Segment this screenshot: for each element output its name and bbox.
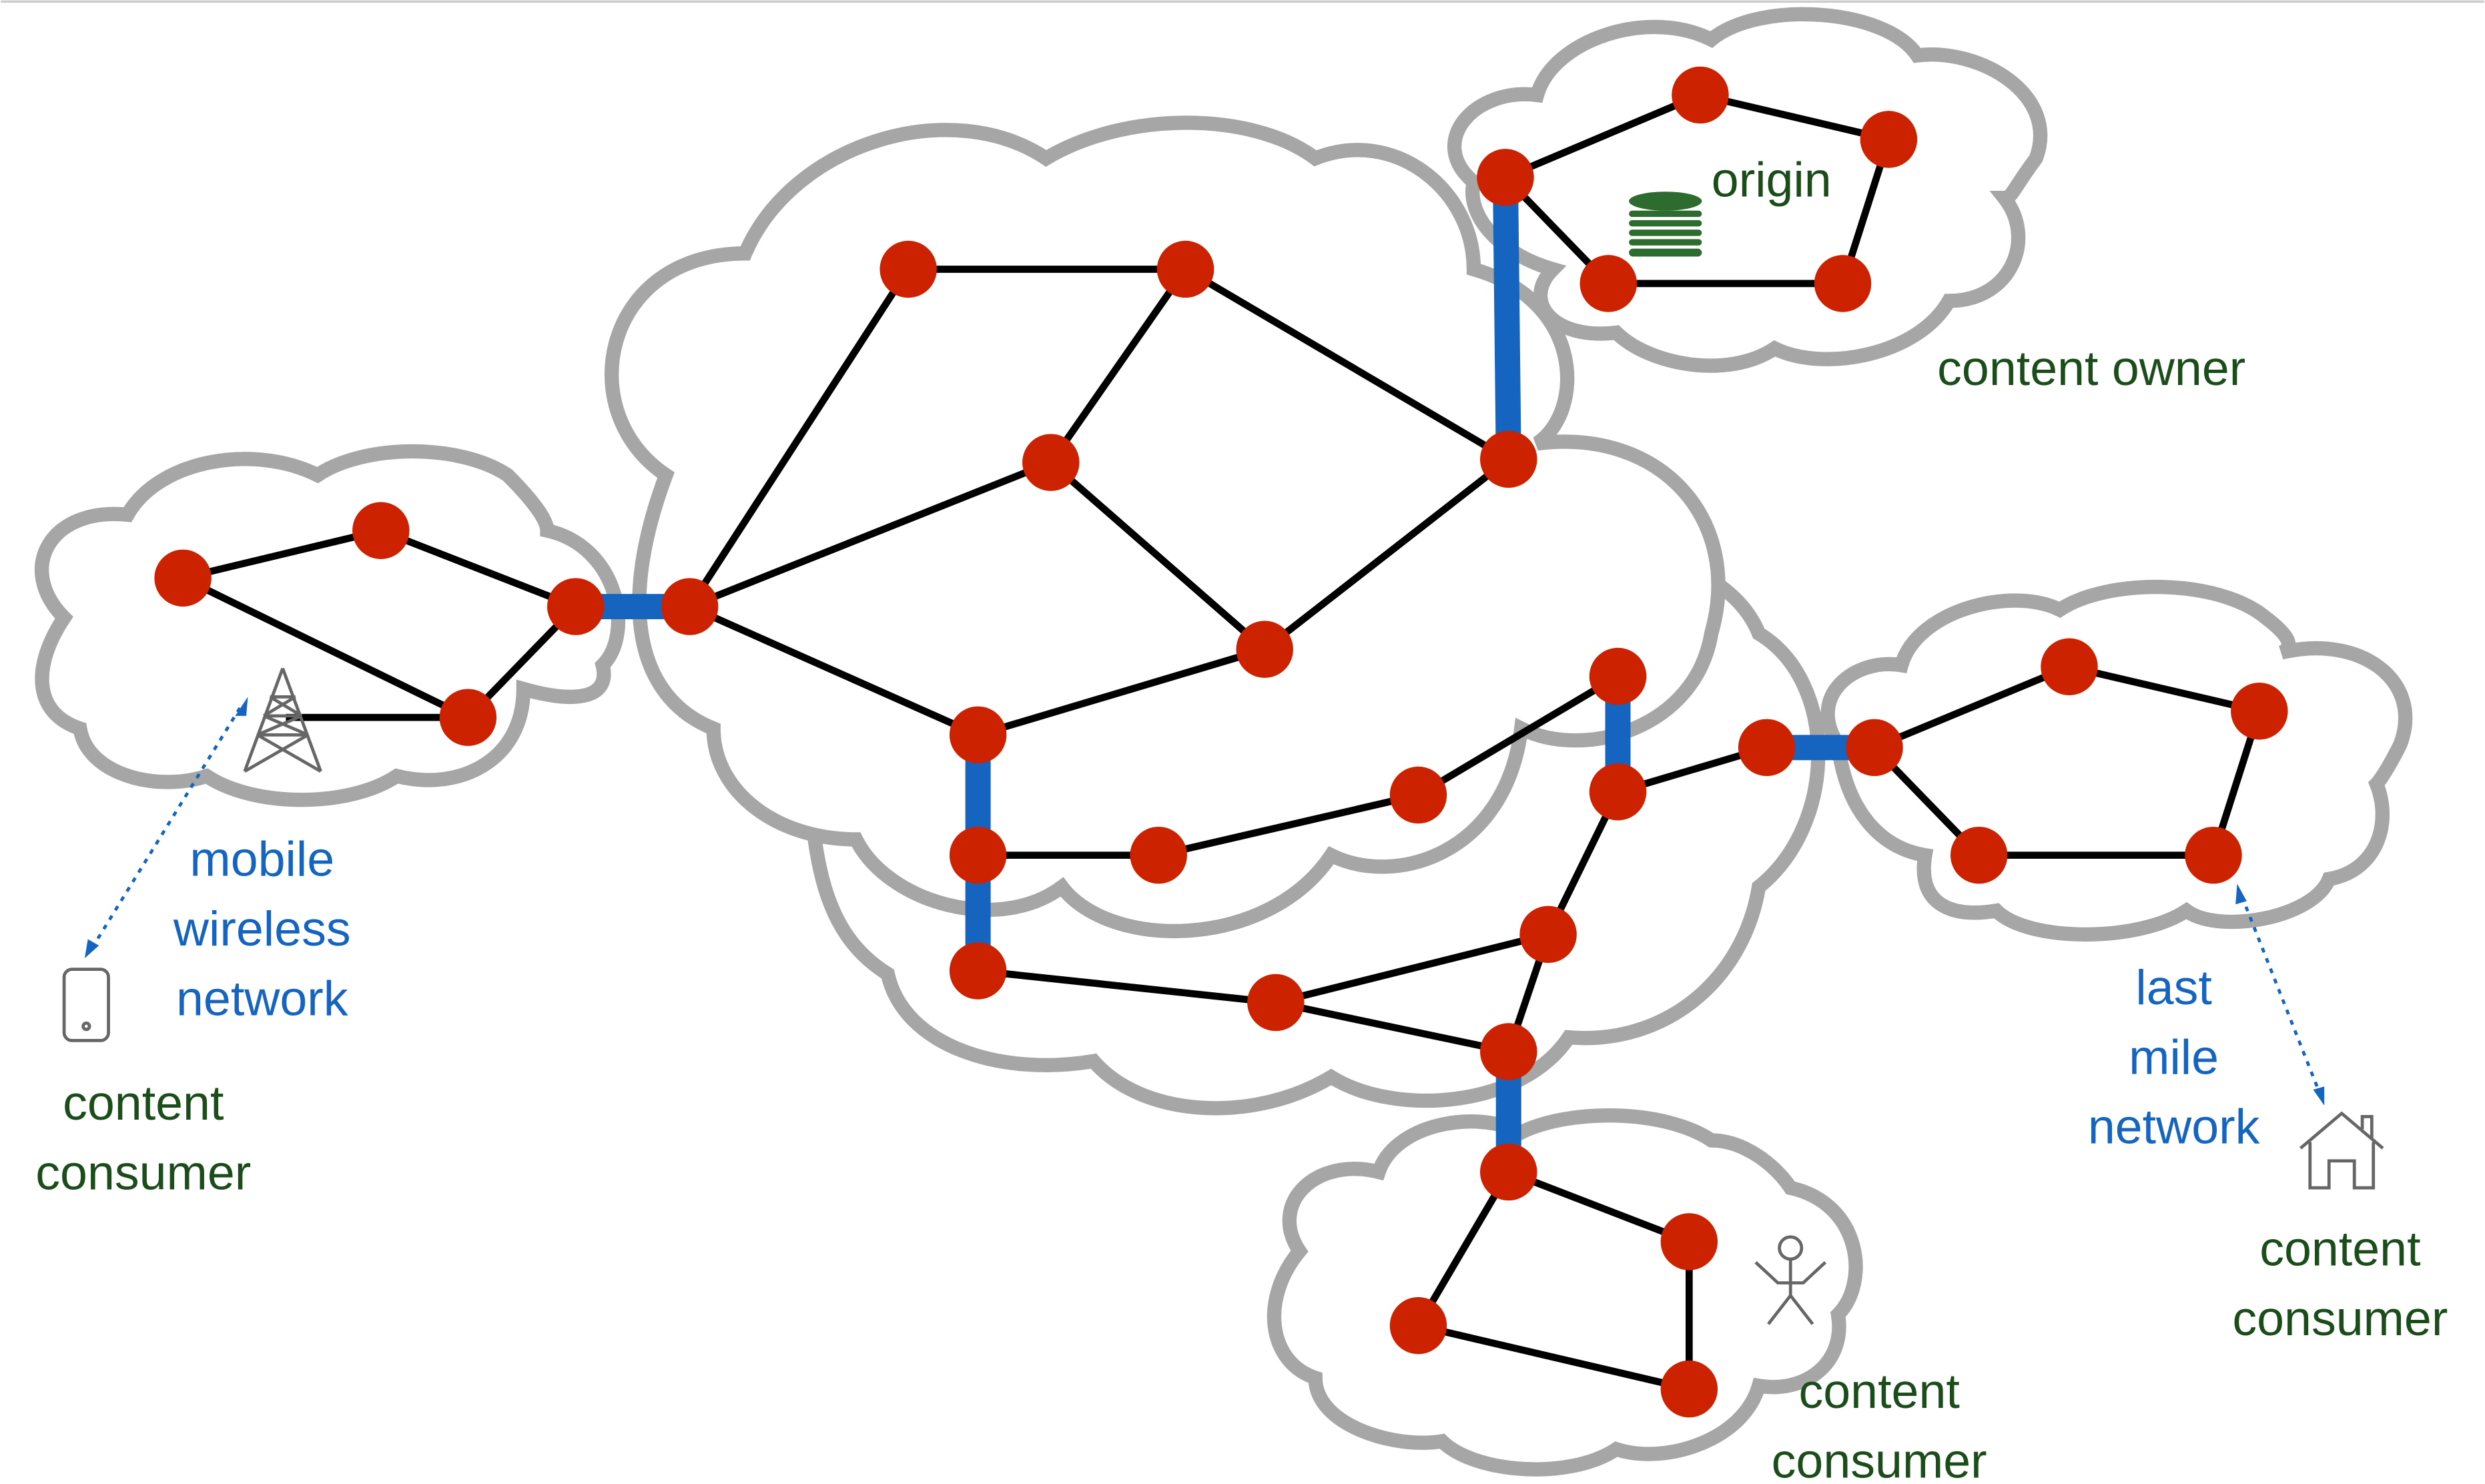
router-node (1589, 647, 1647, 705)
core-cloud-upper (604, 115, 1726, 938)
link (978, 967, 1277, 1006)
mobile-network-label-line1: mobile (190, 831, 334, 887)
link (2068, 663, 2261, 715)
router-node (1814, 255, 1872, 312)
routers (154, 66, 2288, 1418)
router-node (1130, 826, 1187, 884)
router-node (1156, 240, 1214, 298)
consumer-cloud-bottom (1267, 1108, 1863, 1477)
link (1262, 456, 1511, 653)
mobile-consumer-label-line1: content (63, 1075, 224, 1130)
mobile-network-label-line3: network (176, 970, 348, 1026)
link (687, 267, 912, 609)
last-mile-label-line1: last (2135, 960, 2211, 1015)
router-node (1846, 719, 1903, 777)
phone-icon (62, 968, 110, 1042)
router-node (1860, 111, 1918, 168)
link (1699, 91, 1890, 143)
router-node (1672, 66, 1729, 124)
router-node (547, 578, 605, 635)
router-node (2041, 638, 2098, 695)
router-node (1389, 1296, 1447, 1355)
bottom-consumer-label-line2: consumer (1772, 1433, 1987, 1484)
router-node (949, 826, 1007, 884)
origin-label: origin (1712, 151, 1832, 207)
router-node (1480, 430, 1537, 488)
router-node (1477, 149, 1534, 206)
router-node (352, 502, 410, 559)
person-icon (1754, 1235, 1827, 1325)
last-mile-cloud (1820, 579, 2413, 942)
router-node (1660, 1213, 1718, 1270)
link (688, 603, 980, 739)
router-node (2231, 682, 2288, 740)
router-node (1660, 1360, 1718, 1418)
router-node (949, 706, 1007, 764)
router-node (1519, 905, 1577, 964)
link (977, 646, 1266, 739)
link (379, 527, 577, 611)
router-node (439, 689, 497, 746)
router-node (1589, 763, 1647, 821)
link (1183, 266, 1511, 462)
router-node (1236, 621, 1293, 678)
link (1157, 791, 1419, 859)
router-node (1738, 719, 1796, 777)
router-node (1247, 974, 1305, 1032)
database-icon (1629, 192, 1702, 257)
mobile-network-label-line2: wireless (173, 901, 351, 956)
content-owner-label: content owner (1937, 340, 2245, 396)
mobile-network-cloud (34, 444, 626, 807)
link (181, 575, 470, 721)
router-node (154, 549, 212, 607)
peering-link (1493, 177, 1521, 460)
link (1275, 931, 1549, 1006)
link (1275, 999, 1509, 1056)
link (688, 459, 1052, 611)
link (182, 526, 382, 582)
router-node (1950, 826, 2008, 884)
cell-tower-icon (243, 667, 322, 773)
bottom-consumer-label-line1: content (1799, 1363, 1960, 1419)
router-node (1480, 1143, 1537, 1201)
router-node (1480, 1023, 1537, 1080)
router-node (1022, 434, 1080, 491)
link (1048, 267, 1188, 465)
link (1048, 460, 1267, 653)
link (1503, 91, 1702, 181)
last-mile-label-line2: mile (2129, 1029, 2219, 1084)
last-mile-label-line3: network (2088, 1099, 2260, 1154)
clouds (34, 7, 2413, 1477)
mobile-consumer-label-line2: consumer (35, 1145, 251, 1200)
link (1416, 673, 1620, 799)
router-node (879, 240, 937, 298)
link (1417, 1322, 1690, 1393)
house-icon (2299, 1111, 2384, 1190)
link (1415, 1170, 1512, 1328)
router-node (1389, 766, 1447, 824)
router-node (2185, 826, 2242, 884)
home-consumer-label-line1: content (2259, 1220, 2420, 1276)
last-mile-arrow (2235, 883, 2325, 1106)
link (1507, 1168, 1691, 1245)
router-node (661, 578, 719, 635)
home-consumer-label-line2: consumer (2232, 1290, 2448, 1346)
link (1872, 663, 2071, 751)
router-node (1579, 255, 1638, 312)
router-node (949, 942, 1007, 1000)
